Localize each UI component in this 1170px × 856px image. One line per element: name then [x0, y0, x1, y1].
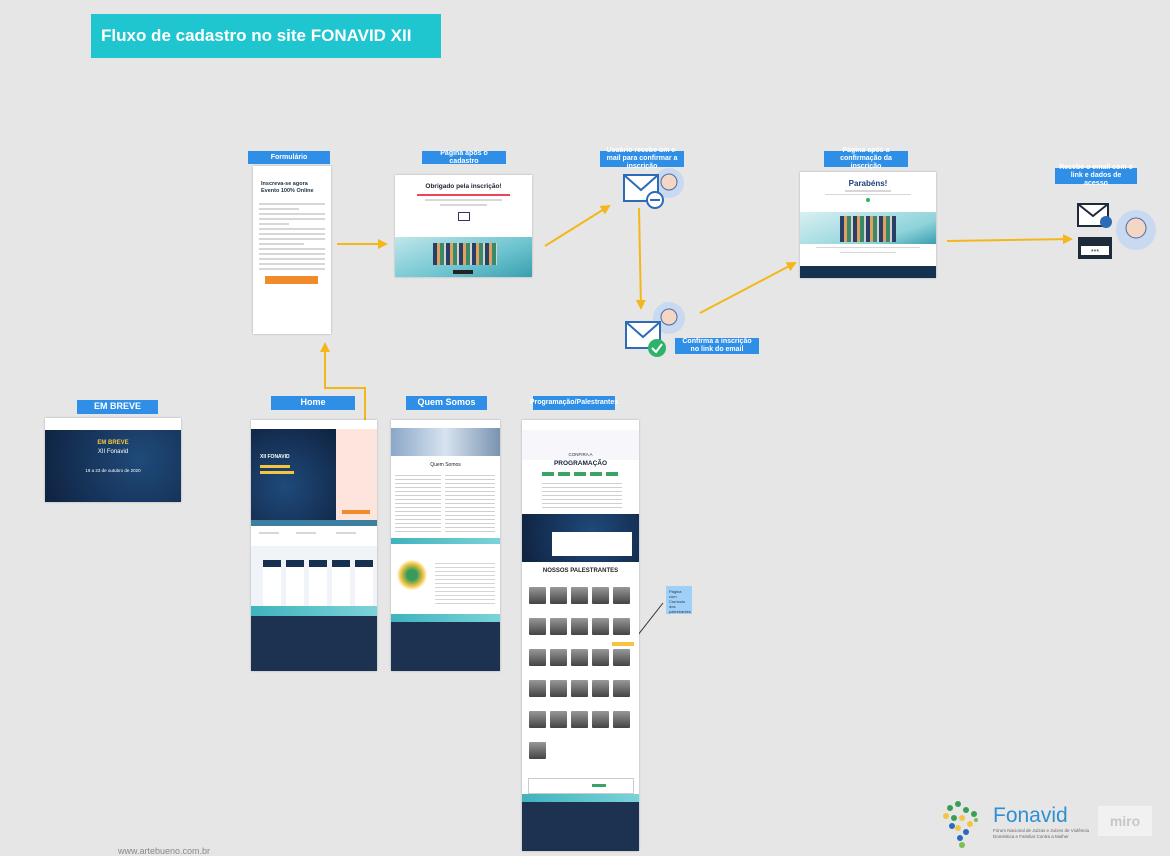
form-mockup: Inscreva-se agora Evento 100% Online	[253, 166, 331, 334]
form-submit-button[interactable]	[265, 276, 318, 285]
label-formulario: Formulário	[248, 151, 330, 164]
email-lock-icon: ***	[1077, 203, 1156, 259]
confira-a: CONFIRA A	[568, 452, 593, 457]
board-title: Fluxo de cadastro no site FONAVID XII	[91, 14, 441, 58]
programacao-heading: PROGRAMAÇÃO	[553, 460, 608, 467]
parabens-heading: Parabéns!	[848, 179, 888, 188]
home-mockup: XII FONAVID	[251, 420, 377, 671]
label-home: Home	[271, 396, 355, 410]
email-minus-icon	[623, 168, 684, 209]
label-quem-somos: Quem Somos	[406, 396, 487, 410]
palestrantes-heading: NOSSOS PALESTRANTES	[542, 568, 619, 574]
em-breve-date: 19 a 23 de outubro de 2020	[85, 468, 141, 473]
fonavid-logo-subtitle: Fórum Nacional de Juízas e Juízes de Vio…	[993, 828, 1089, 839]
label-usuario-recebe-email: Usuário recebe um e-mail para confirmar …	[600, 147, 684, 170]
home-hero-title: XII FONAVID	[260, 454, 290, 460]
programacao-mockup: CONFIRA A PROGRAMAÇÃO NOSSOS PALESTRANTE…	[522, 420, 639, 851]
brazil-map-logo-icon	[943, 801, 978, 848]
email-check-icon	[625, 302, 685, 357]
congrats-mockup: Parabéns!	[800, 172, 936, 278]
mail-graphic	[457, 212, 470, 221]
quem-somos-heading: Quem Somos	[430, 462, 461, 468]
footer-url: www.artebueno.com.br	[118, 846, 211, 856]
form-heading: Inscreva-se agora Evento 100% Online	[261, 181, 314, 194]
svg-text:***: ***	[1091, 249, 1099, 256]
thank-you-mockup: Obrigado pela inscrição!	[395, 175, 532, 277]
em-breve-sub: XII Fonavid	[97, 449, 129, 455]
label-pagina-apos-cadastro: Página após o cadastro	[422, 150, 506, 165]
sticky-note: Página com Currículo dos palestrantes	[666, 586, 692, 614]
miro-badge[interactable]: miro	[1098, 806, 1152, 836]
em-breve-mockup: EM BREVE XII Fonavid 19 a 23 de outubro …	[45, 418, 181, 502]
label-em-breve: EM BREVE	[77, 400, 158, 414]
label-confirma-inscricao: Confirma a inscrição no link do email	[675, 338, 759, 354]
quem-somos-mockup: Quem Somos	[391, 420, 500, 671]
label-recebe-email-link: Recebe o email com o link e dados de ace…	[1055, 164, 1137, 187]
label-pagina-apos-confirmacao: Página após a confirmação da inscrição	[824, 147, 908, 170]
obrigado-heading: Obrigado pela inscrição!	[425, 183, 502, 190]
fonavid-logo: Fonavid Fórum Nacional de Juízas e Juíze…	[936, 796, 1096, 852]
em-breve-title: EM BREVE	[97, 440, 129, 446]
label-programacao: Programação/Palestrantes	[530, 396, 618, 410]
fonavid-logo-text: Fonavid	[993, 804, 1068, 827]
